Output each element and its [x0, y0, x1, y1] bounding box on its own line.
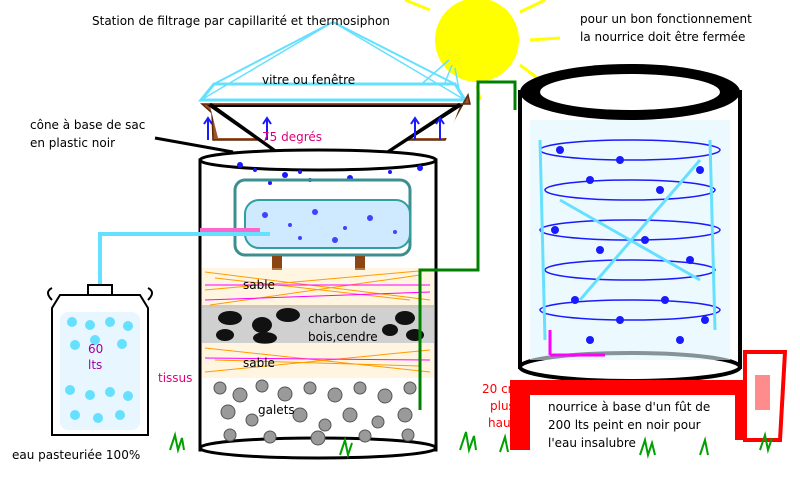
barrel-stand [510, 350, 788, 450]
page-title: Station de filtrage par capillarité et t… [92, 14, 390, 28]
outlet-pipe [98, 232, 270, 290]
green-pipe [418, 80, 517, 410]
filter-barrel [198, 148, 438, 460]
glass-label: vitre ou fenêtre [262, 73, 356, 87]
layer-charbon-line-2: bois,cendre [308, 330, 378, 344]
bottle-unit: lts [88, 358, 103, 372]
nourrice-barrel [518, 64, 742, 383]
nourrice-caption-line-1: nourrice à base d'un fût de [548, 400, 711, 414]
layer-galets: galets [258, 403, 295, 417]
grass [169, 431, 773, 459]
cone-label-line-2: en plastic noir [30, 136, 116, 150]
arrows [203, 116, 445, 140]
cone-pointer [154, 136, 234, 154]
cone-label-line-1: cône à base de sac [30, 118, 146, 132]
note-line-1: pour un bon fonctionnement [580, 12, 752, 26]
layer-sable-bottom: sable [243, 356, 275, 370]
angle-label: 75 degrés [262, 130, 323, 144]
nourrice-caption-line-2: 200 lts peint en noir pour [548, 418, 701, 432]
sun-icon [404, 0, 561, 101]
layer-charbon-line-1: charbon de [308, 312, 376, 326]
layer-sable-top: sable [243, 278, 275, 292]
tissus-label: tissus [158, 371, 193, 385]
note-line-2: la nourrice doit être fermée [580, 30, 746, 44]
bottle [47, 284, 153, 436]
glass-pane [197, 21, 468, 102]
height-note-line-3: haut [488, 416, 516, 430]
nourrice-caption-line-3: l'eau insalubre [548, 436, 636, 450]
bottle-caption: eau pasteuriée 100% [12, 448, 141, 462]
height-note-line-1: 20 cm [482, 382, 520, 396]
bottle-volume: 60 [88, 342, 104, 356]
height-note-line-2: plus [490, 399, 515, 413]
